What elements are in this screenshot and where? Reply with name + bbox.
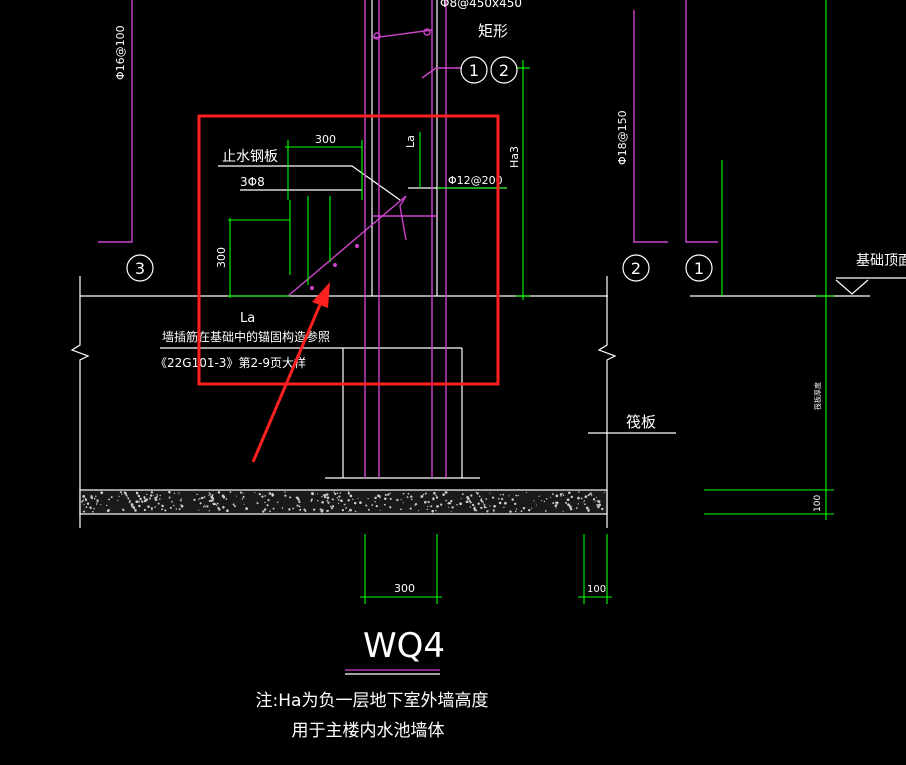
highlight-arrow-head (312, 282, 330, 308)
dim-100-bottom: 100 (587, 584, 606, 595)
note-line-2: 《22G101-3》第2-9页大样 (155, 355, 306, 370)
right-wall-rebar-2 (685, 0, 718, 243)
foundation-top-triangle (835, 279, 869, 295)
top-partial-label: Φ8@450x450 (440, 0, 522, 10)
note-line-1: 墙插筋在基础中的锚固构造参照 (162, 329, 330, 344)
rect-label: 矩形 (478, 22, 508, 40)
diagonal-hook (399, 195, 407, 241)
text-labels: Φ8@450x450 矩形 1 2 Φ16@100 Φ18@150 300 止水… (114, 0, 906, 741)
rebar-3phi8-label: 3Φ8 (240, 175, 265, 189)
stirrup-dot-1 (373, 32, 381, 40)
rebar-dots (310, 244, 359, 290)
axis-circle-2 (622, 254, 650, 282)
remark-line-1: 注:Ha为负一层地下室外墙高度 (256, 691, 489, 711)
highlight-arrow-shaft (251, 299, 324, 463)
la-bottom-label: La (240, 311, 255, 326)
phi12-label: Φ12@200 (448, 174, 503, 187)
axis-circles (126, 56, 713, 282)
ha3-label: Ha3 (508, 146, 521, 168)
drawing-title: WQ4 (363, 626, 445, 666)
cushion-layer (79, 489, 608, 515)
detail-circle-1 (460, 56, 488, 84)
left-rebar-label: Φ16@100 (114, 25, 127, 80)
water-stop-label: 止水钢板 (222, 149, 278, 165)
vertical-small-label: 筏板厚度 (813, 382, 822, 410)
dim-300-top: 300 (315, 133, 336, 146)
circle-2-text: 2 (499, 61, 509, 80)
foundation-left-edge (70, 276, 90, 528)
left-wall-rebar (98, 0, 133, 243)
axis-1-text: 1 (694, 259, 704, 278)
axis-3-text: 3 (135, 259, 145, 278)
dim-300-side: 300 (215, 247, 228, 268)
dim-300-bottom: 300 (394, 582, 415, 595)
axis-circle-3 (126, 254, 154, 282)
right-rebar-label: Φ18@150 (616, 110, 629, 165)
dimensions (228, 0, 834, 604)
detail-circle-2 (490, 56, 518, 84)
diagonal-rebar (287, 195, 407, 297)
stirrup-top (371, 29, 433, 39)
foundation-right-edge (597, 276, 617, 528)
remark-line-2: 用于主楼内水池墙体 (292, 721, 445, 741)
foundation-top-label: 基础顶面 (856, 252, 906, 269)
highlight-annotation (197, 114, 500, 463)
raft-label: 筏板 (626, 413, 656, 431)
water-stop-leader (218, 165, 401, 201)
right-wall-rebar-1 (633, 10, 668, 243)
dim-100-right: 100 (813, 495, 823, 512)
circle-leader (421, 67, 462, 79)
la-top-label: La (404, 135, 417, 148)
circle-1-text: 1 (469, 61, 479, 80)
axis-circle-1 (685, 254, 713, 282)
axis-2-text: 2 (631, 259, 641, 278)
highlight-box (197, 114, 500, 386)
stirrup-dot-2 (423, 28, 431, 36)
rebars (98, 0, 718, 478)
